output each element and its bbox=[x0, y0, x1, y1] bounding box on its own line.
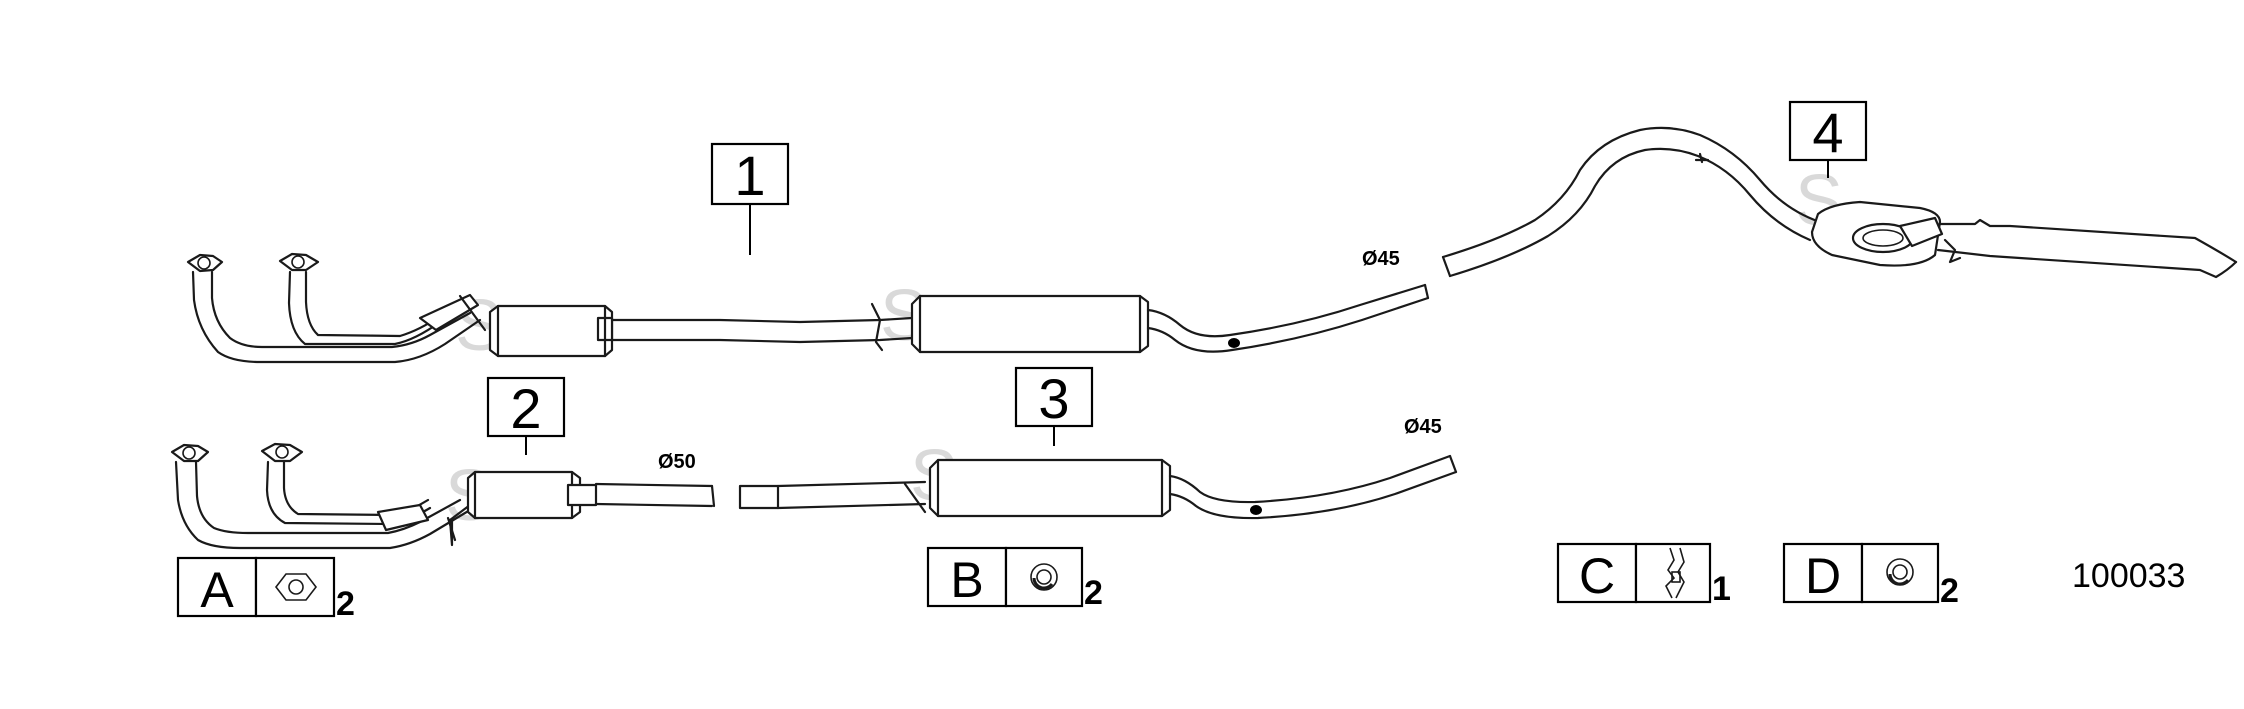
fitting-letter: D bbox=[1805, 548, 1841, 604]
part-number: 2 bbox=[510, 377, 541, 440]
fitting-quantity: 2 bbox=[1084, 574, 1103, 612]
diameter-label: Ø45 bbox=[1362, 248, 1400, 270]
weld-point bbox=[1228, 338, 1240, 348]
fitting-quantity: 2 bbox=[336, 585, 355, 623]
callout-part-1: 1 bbox=[710, 142, 790, 255]
diameter-label: Ø50 bbox=[658, 451, 696, 473]
manifold-flange-right bbox=[278, 252, 320, 272]
part-number: 1 bbox=[734, 144, 765, 207]
diagram-reference-number: 100033 bbox=[2072, 557, 2185, 595]
clamp-bracket-icon bbox=[1665, 547, 1685, 599]
diameter-label: Ø45 bbox=[1404, 416, 1442, 438]
flange-gasket-icon bbox=[274, 573, 318, 601]
fitting-key-d: D 2 bbox=[1782, 542, 1959, 610]
fitting-letter: B bbox=[950, 552, 983, 608]
fitting-key-b: B 2 bbox=[926, 546, 1103, 612]
fitting-quantity: 1 bbox=[1712, 570, 1731, 608]
callout-part-2: 2 bbox=[486, 376, 566, 455]
fitting-key-c: C 1 bbox=[1556, 542, 1731, 608]
part-number: 4 bbox=[1812, 101, 1843, 164]
callout-part-4: 4 bbox=[1788, 100, 1868, 178]
manifold-flange-left bbox=[170, 443, 210, 463]
sealing-ring-icon bbox=[1886, 558, 1914, 586]
sealing-ring-icon bbox=[1030, 563, 1058, 591]
part-4-rear-muffler bbox=[1441, 126, 2238, 279]
callout-part-3: 3 bbox=[1014, 366, 1094, 446]
part-3-center-silencer bbox=[738, 454, 1458, 520]
fitting-quantity: 2 bbox=[1940, 572, 1959, 610]
manifold-flange-right bbox=[260, 442, 304, 463]
fitting-letter: C bbox=[1579, 548, 1615, 604]
fitting-key-a: A 2 bbox=[176, 556, 355, 623]
part-1-exhaust-assembly bbox=[186, 252, 1430, 364]
fitting-letter: A bbox=[200, 562, 234, 618]
manifold-flange-left bbox=[186, 253, 224, 273]
weld-point bbox=[1250, 505, 1262, 515]
part-2-front-pipe bbox=[170, 442, 716, 550]
part-number: 3 bbox=[1038, 367, 1069, 430]
